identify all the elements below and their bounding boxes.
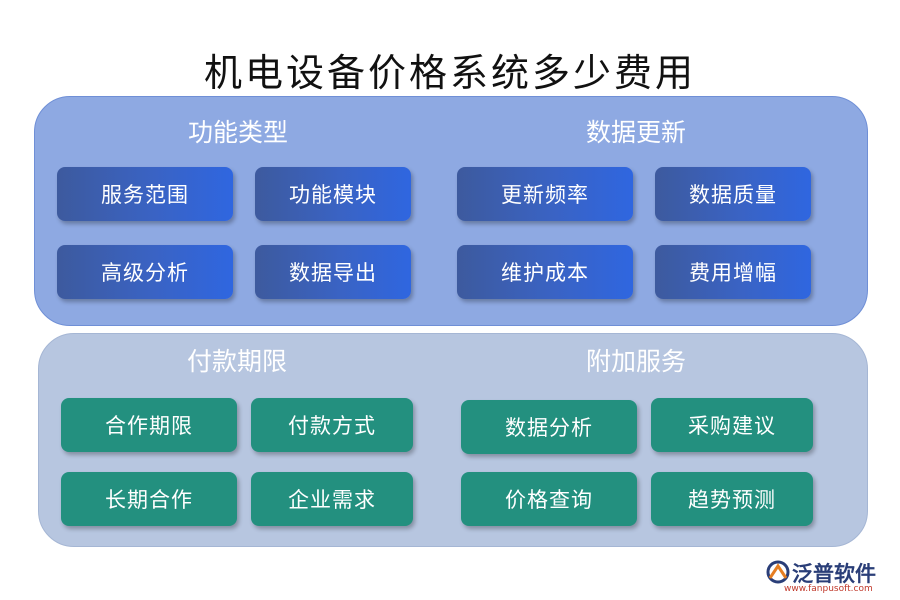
box-payment-method[interactable]: 付款方式 — [251, 398, 413, 452]
box-long-term-cooperation[interactable]: 长期合作 — [61, 472, 237, 526]
section-title-function-type: 功能类型 — [187, 118, 288, 147]
box-update-frequency[interactable]: 更新频率 — [457, 167, 633, 221]
fanpu-logo: 泛普软件 www.fanpusoft.com — [760, 556, 895, 596]
logo-name: 泛普软件 — [792, 562, 876, 586]
box-function-module[interactable]: 功能模块 — [255, 167, 411, 221]
box-data-quality[interactable]: 数据质量 — [655, 167, 811, 221]
box-purchase-advice[interactable]: 采购建议 — [651, 398, 813, 452]
box-cooperation-term[interactable]: 合作期限 — [61, 398, 237, 452]
box-data-analysis[interactable]: 数据分析 — [461, 400, 637, 454]
fanpu-logo-icon — [766, 560, 790, 584]
section-title-payment-term: 付款期限 — [186, 347, 287, 376]
bottom-panel: 付款期限 附加服务 合作期限 付款方式 长期合作 企业需求 数据分析 采购建议 … — [38, 333, 868, 547]
section-title-data-update: 数据更新 — [585, 118, 686, 147]
box-data-export[interactable]: 数据导出 — [255, 245, 411, 299]
box-price-query[interactable]: 价格查询 — [461, 472, 637, 526]
box-cost-increase[interactable]: 费用增幅 — [655, 245, 811, 299]
top-panel: 功能类型 数据更新 服务范围 功能模块 高级分析 数据导出 更新频率 数据质量 … — [34, 96, 868, 326]
box-advanced-analysis[interactable]: 高级分析 — [57, 245, 233, 299]
section-title-extra-services: 附加服务 — [585, 347, 686, 376]
box-enterprise-needs[interactable]: 企业需求 — [251, 472, 413, 526]
box-maintenance-cost[interactable]: 维护成本 — [457, 245, 633, 299]
diagram-title: 机电设备价格系统多少费用 — [203, 51, 696, 95]
box-service-scope[interactable]: 服务范围 — [57, 167, 233, 221]
box-trend-forecast[interactable]: 趋势预测 — [651, 472, 813, 526]
logo-url: www.fanpusoft.com — [784, 584, 873, 594]
